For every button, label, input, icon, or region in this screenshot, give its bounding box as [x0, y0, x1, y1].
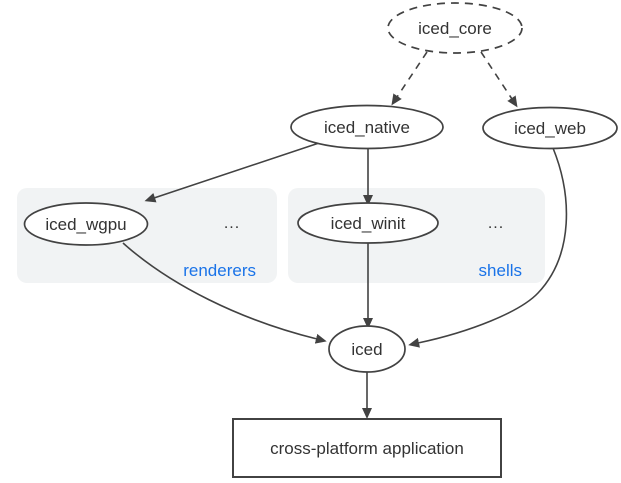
edge-iced_core-iced_native	[391, 51, 428, 106]
node-application	[232, 418, 502, 478]
node-iced	[328, 325, 406, 373]
node-application-label: cross-platform application	[270, 439, 464, 458]
cluster-shells-label: shells	[479, 261, 522, 280]
node-iced_winit-label: iced_winit	[331, 214, 406, 233]
edge-iced_web-iced	[408, 147, 568, 348]
node-iced_wgpu-label: iced_wgpu	[45, 215, 126, 234]
node-iced_native-label: iced_native	[324, 118, 410, 137]
node-iced_core	[387, 2, 523, 54]
cluster-shells-ellipsis: ...	[488, 215, 504, 232]
node-iced_native	[290, 104, 444, 150]
node-iced_web-label: iced_web	[514, 119, 586, 138]
node-iced_core-label: iced_core	[418, 19, 492, 38]
node-iced-label: iced	[351, 340, 382, 359]
cluster-renderers-label: renderers	[183, 261, 256, 280]
node-iced_wgpu	[23, 202, 149, 246]
node-iced_web	[482, 106, 618, 150]
node-iced_winit	[297, 202, 439, 244]
edge-iced_wgpu-iced	[122, 242, 327, 344]
edge-iced_core-iced_web	[480, 51, 518, 108]
edge-iced_native-iced_wgpu	[144, 142, 320, 203]
cluster-renderers-ellipsis: ...	[224, 215, 240, 232]
